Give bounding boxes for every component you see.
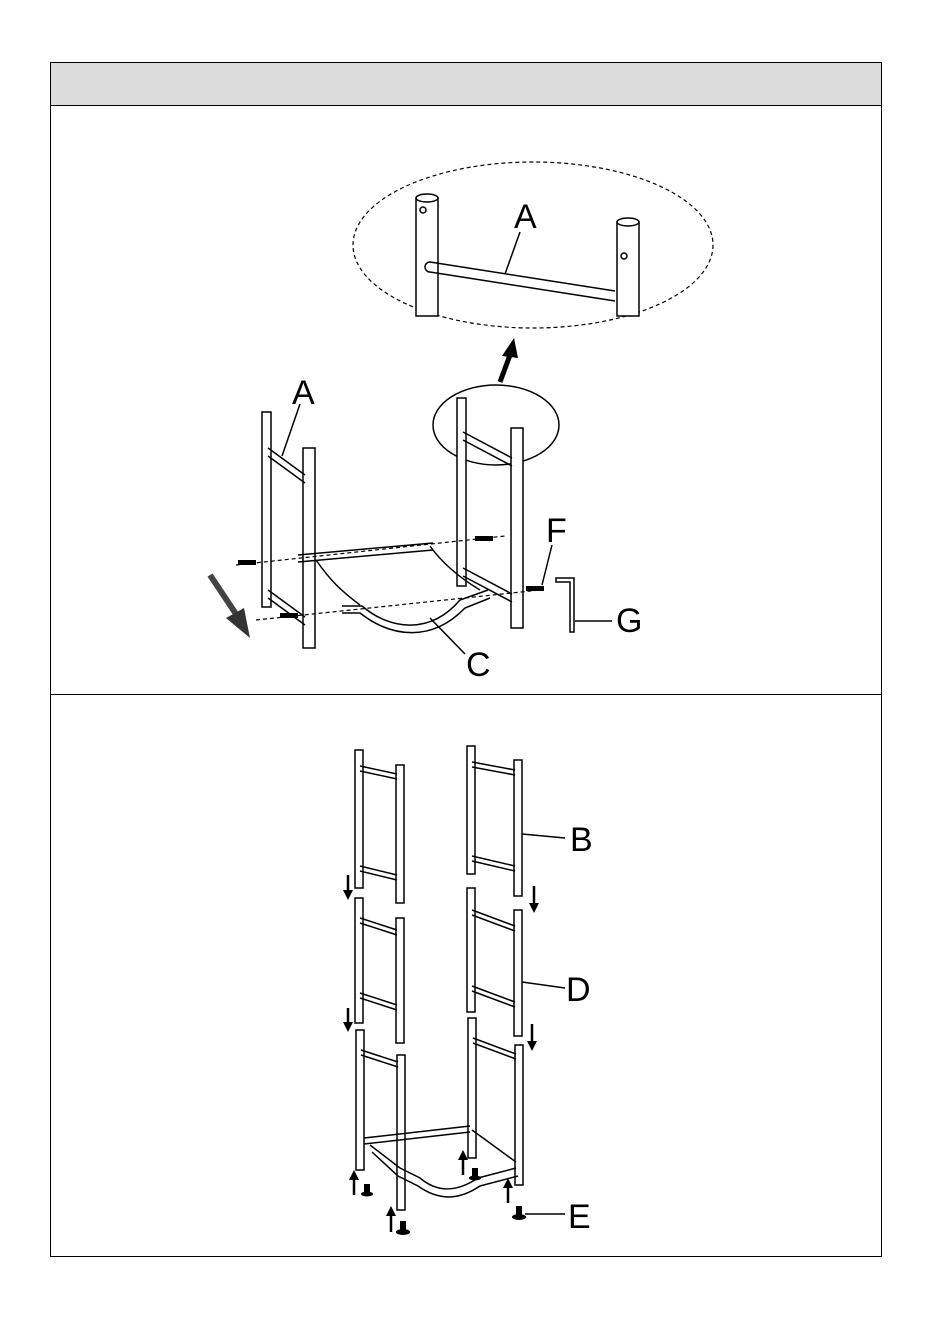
zoom-detail: A — [416, 194, 639, 316]
left-side-frame: A — [262, 374, 315, 648]
right-side-frame — [457, 398, 523, 628]
zoom-ellipse — [353, 162, 713, 328]
label-f: F — [546, 512, 567, 550]
label-d: D — [566, 971, 591, 1009]
push-arrow — [210, 575, 250, 638]
step2-base — [364, 1126, 518, 1197]
zoom-arrow — [500, 338, 518, 382]
step2-illustration: B D E — [343, 746, 593, 1236]
label-a-zoom: A — [514, 198, 537, 236]
label-b: B — [570, 821, 593, 859]
step1-illustration: A A — [210, 162, 713, 684]
label-a-frame: A — [292, 374, 315, 412]
detail-ellipse — [433, 385, 559, 465]
label-g: G — [616, 602, 642, 640]
hex-key-g: G — [556, 578, 642, 640]
right-tower — [467, 746, 523, 1185]
left-tower — [355, 750, 405, 1210]
down-arrows — [343, 875, 539, 1051]
feet-e — [349, 1150, 565, 1235]
label-c: C — [466, 646, 491, 684]
label-e: E — [568, 1198, 591, 1236]
